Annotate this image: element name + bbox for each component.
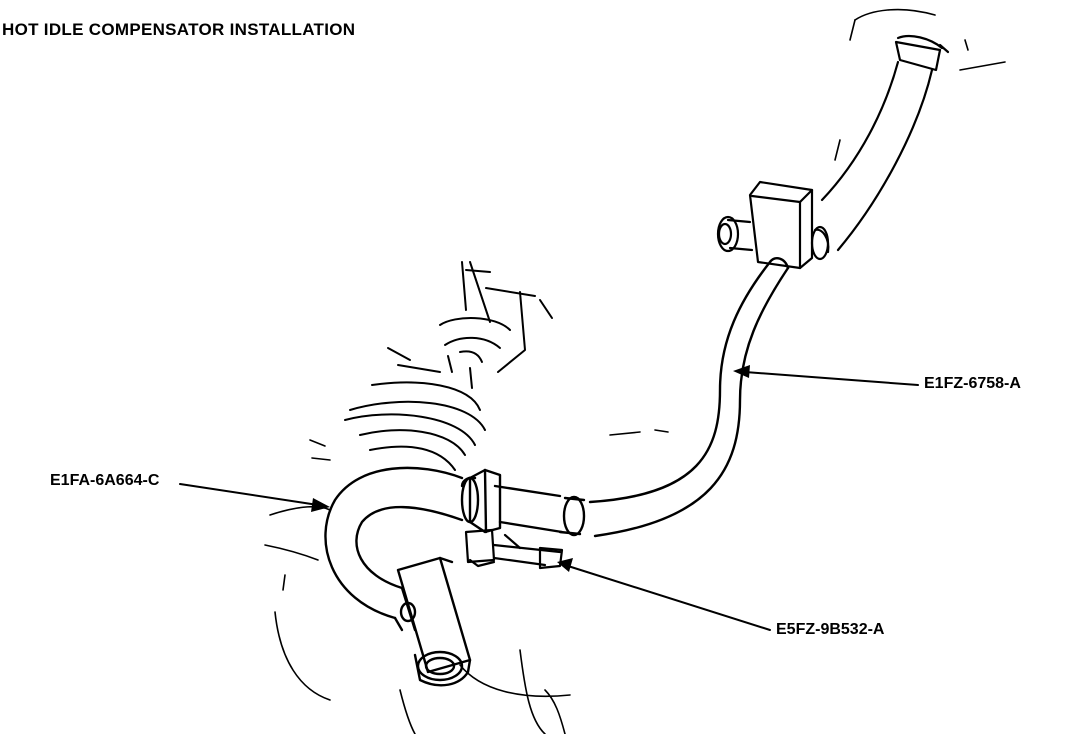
bracket bbox=[464, 528, 564, 570]
arrowheads bbox=[311, 365, 750, 572]
diagram-title: HOT IDLE COMPENSATOR INSTALLATION bbox=[2, 20, 356, 39]
part-label-hose: E1FZ-6758-A bbox=[924, 375, 1021, 392]
part-label-tube: E1FA-6A664-C bbox=[50, 472, 160, 489]
leader-lines bbox=[179, 371, 919, 631]
shock-tower bbox=[344, 261, 553, 471]
background-engine-lines bbox=[264, 8, 1006, 734]
long-hose bbox=[558, 256, 790, 538]
compensator-tube bbox=[324, 466, 564, 687]
part-label-bracket: E5FZ-9B532-A bbox=[776, 621, 885, 638]
upper-hose bbox=[716, 34, 950, 270]
